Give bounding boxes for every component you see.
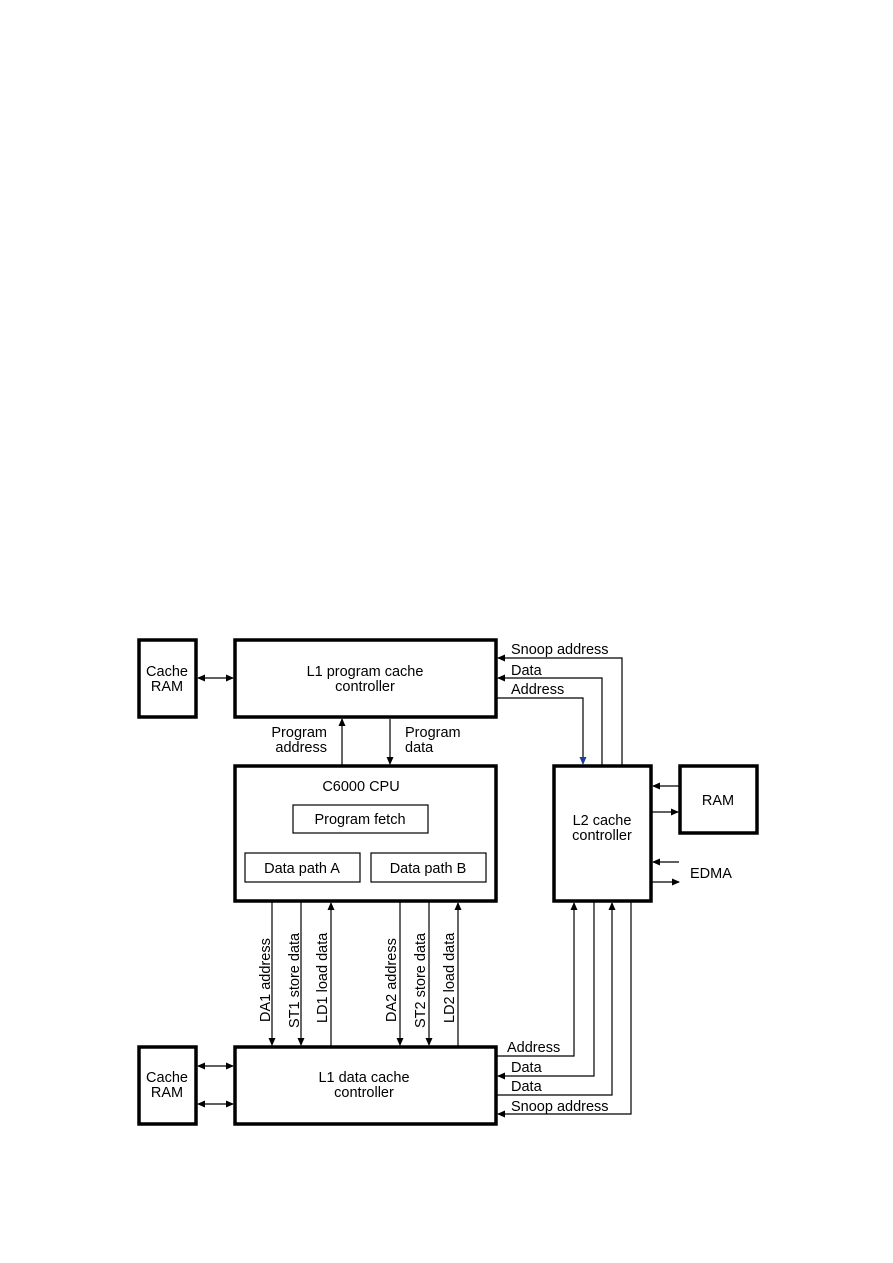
- st1-store-data-label: ST1 store data: [287, 932, 303, 1028]
- l1-data-cache-controller-block: L1 data cache controller: [233, 1045, 498, 1126]
- cache-ram-bottom-label-1: Cache: [146, 1070, 188, 1086]
- program-data-label-1: Program: [405, 725, 461, 741]
- ld2-load-data-label: LD2 load data: [442, 932, 458, 1023]
- l1p-address-line: [496, 697, 587, 765]
- st2-store-data-label: ST2 store data: [413, 932, 429, 1028]
- l1-program-cache-controller-block: L1 program cache controller: [233, 638, 498, 719]
- cache-ram-top-label-1: Cache: [146, 664, 188, 680]
- ld1-load-data-label: LD1 load data: [315, 932, 331, 1023]
- l1d-data-1-line: [497, 901, 595, 1080]
- l1p-snoop-address-line: [497, 654, 623, 766]
- da1-address-label: DA1 address: [258, 938, 274, 1022]
- l1d-address-label: Address: [507, 1040, 560, 1056]
- cache-ram-bottom-label-2: RAM: [151, 1085, 183, 1101]
- program-address-label-2: address: [275, 740, 327, 756]
- cache-ram-bottom-block: Cache RAM: [137, 1045, 198, 1126]
- ram-block: RAM: [678, 764, 759, 835]
- ram-label: RAM: [702, 793, 734, 809]
- da2-address-label: DA2 address: [384, 938, 400, 1022]
- program-fetch-label: Program fetch: [314, 812, 405, 828]
- l2-cache-controller-block: L2 cache controller: [552, 764, 653, 903]
- cache-ram-top-label-2: RAM: [151, 679, 183, 695]
- l1p-address-label: Address: [511, 682, 564, 698]
- l1p-data-line: [497, 674, 603, 766]
- l1d-label-2: controller: [334, 1085, 394, 1101]
- cpu-label: C6000 CPU: [322, 779, 399, 795]
- l1p-data-label: Data: [511, 663, 543, 679]
- program-address-label-1: Program: [271, 725, 327, 741]
- cache-ram-top-block: Cache RAM: [137, 638, 198, 719]
- l1d-address-line: [496, 902, 578, 1057]
- l1d-label-1: L1 data cache: [318, 1070, 409, 1086]
- edma-label: EDMA: [690, 866, 732, 882]
- l1p-label-2: controller: [335, 679, 395, 695]
- data-path-b-label: Data path B: [390, 861, 467, 877]
- l1d-data-2-line: [496, 902, 616, 1096]
- l1p-snoop-address-label: Snoop address: [511, 642, 609, 658]
- cpu-block: C6000 CPU Program fetch Data path A Data…: [233, 764, 498, 903]
- data-path-a-block: Data path A: [244, 852, 361, 883]
- l1d-data-1-label: Data: [511, 1060, 543, 1076]
- l1d-snoop-address-label: Snoop address: [511, 1099, 609, 1115]
- program-data-label-2: data: [405, 740, 434, 756]
- l1d-snoop-address-line: [497, 901, 632, 1118]
- data-path-b-block: Data path B: [370, 852, 487, 883]
- program-fetch-block: Program fetch: [292, 804, 429, 834]
- data-path-a-label: Data path A: [264, 861, 340, 877]
- l1d-data-2-label: Data: [511, 1079, 543, 1095]
- l1p-label-1: L1 program cache: [307, 664, 424, 680]
- l2-label-1: L2 cache: [573, 813, 632, 829]
- l2-label-2: controller: [572, 828, 632, 844]
